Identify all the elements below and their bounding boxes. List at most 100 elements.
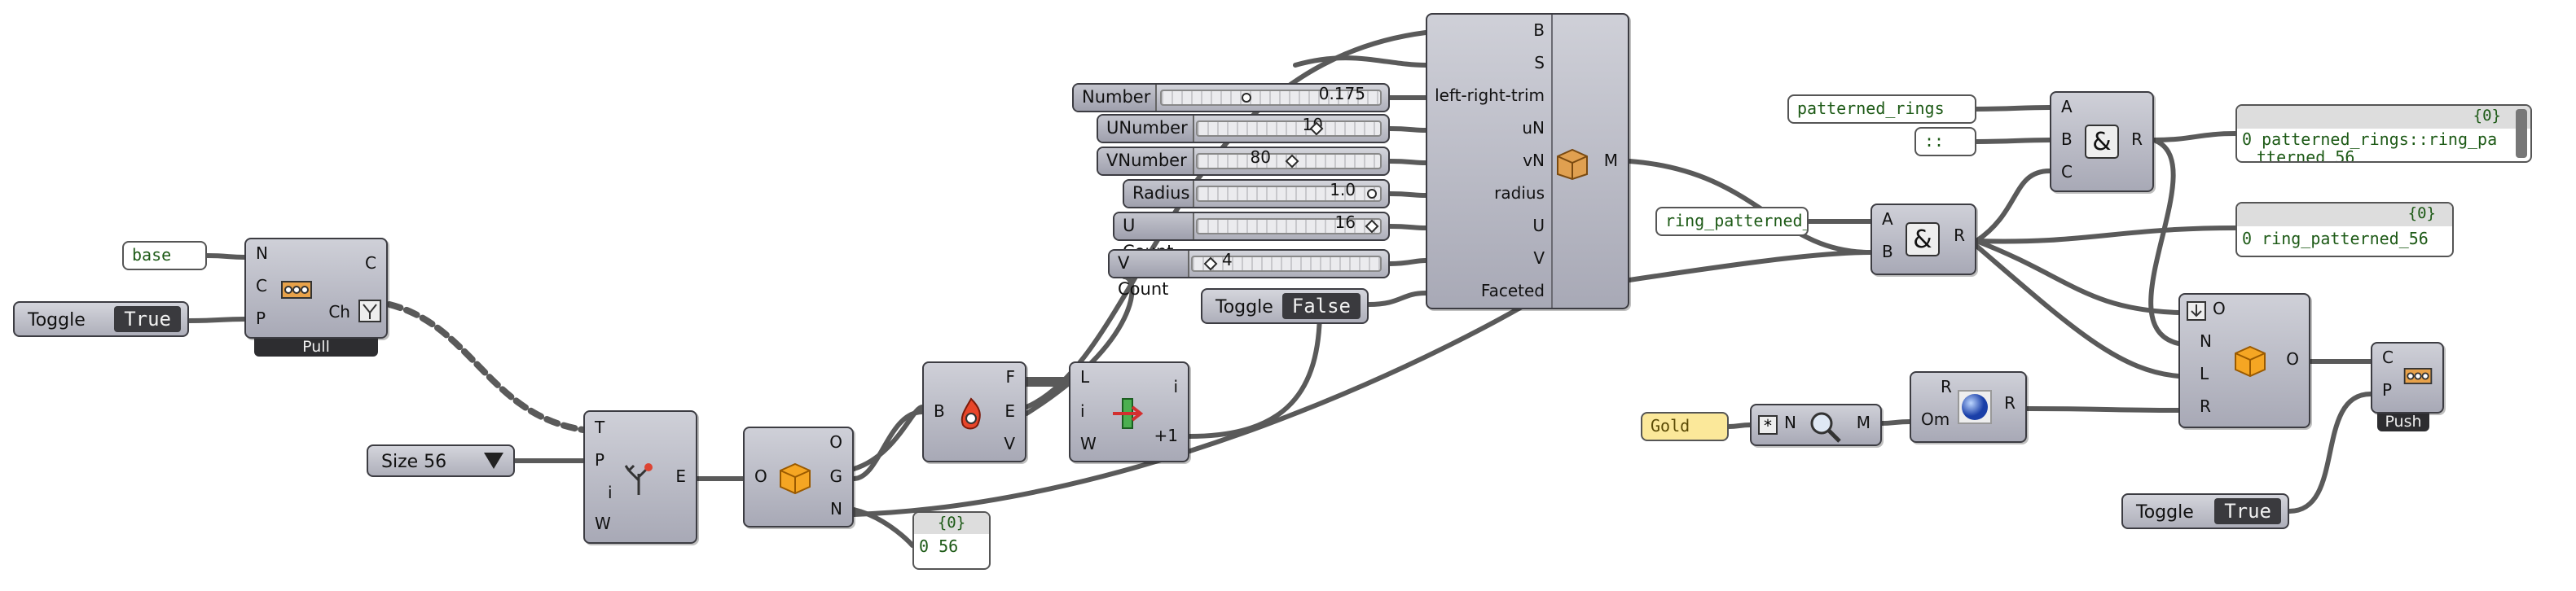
cluster-input-u[interactable]: U (1532, 218, 1545, 236)
concat-input-b[interactable]: B (1882, 244, 1893, 262)
cluster-input-s[interactable]: S (1534, 55, 1545, 73)
slider-track[interactable] (1160, 90, 1382, 106)
fire-output-f[interactable]: F (1005, 370, 1015, 387)
fire-input-b[interactable]: B (934, 404, 945, 422)
number-slider[interactable]: Number 0.175 (1072, 83, 1390, 112)
tree-input-p[interactable]: P (595, 453, 605, 471)
concat-input-c[interactable]: C (2061, 164, 2073, 182)
slider-track[interactable] (1196, 218, 1382, 234)
slider-knob[interactable] (1367, 189, 1377, 199)
geo-output-n[interactable]: N (830, 501, 842, 519)
slider-track[interactable] (1196, 120, 1382, 137)
toggle-value[interactable]: False (1281, 293, 1361, 319)
push-input-p[interactable]: P (2382, 383, 2393, 401)
name-output-panel[interactable]: {0} 0 ring_patterned_56 (2235, 202, 2454, 257)
fire-component[interactable]: B F E V (922, 361, 1026, 462)
material-component[interactable]: * N M (1750, 404, 1882, 446)
tree-output-e[interactable]: E (675, 469, 686, 487)
series-input-l[interactable]: L (1080, 370, 1090, 387)
separator-panel[interactable]: :: (1914, 127, 1976, 156)
toggle-value[interactable]: True (2214, 498, 2281, 524)
push-input-c[interactable]: C (2382, 350, 2394, 368)
cluster-input-v[interactable]: V (1533, 251, 1545, 269)
bake-object-component[interactable]: O N L R O (2178, 293, 2310, 428)
tree-input-i[interactable]: i (608, 485, 613, 503)
pull-output-ch[interactable]: Ch (328, 304, 350, 322)
vnumber-slider[interactable]: VNumber 80 (1097, 147, 1390, 176)
slider-knob[interactable] (1242, 93, 1251, 103)
bake-output-o[interactable]: O (2286, 352, 2299, 370)
pull-output-c[interactable]: C (365, 256, 376, 274)
render-output-r[interactable]: R (2004, 396, 2016, 414)
size-value-list[interactable]: Size 56 (367, 444, 515, 477)
toggle-false[interactable]: Toggle False (1201, 288, 1369, 324)
geometry-component[interactable]: O O G N (743, 427, 854, 528)
wire (1879, 419, 1912, 426)
wire (2152, 131, 2238, 142)
bake-input-o[interactable]: O (2213, 301, 2226, 319)
bake-input-l[interactable]: L (2200, 366, 2209, 384)
concatenate-abc-component[interactable]: A B C R & (2050, 91, 2154, 192)
geo-input-o[interactable]: O (754, 469, 767, 487)
concat-output-panel[interactable]: {0} 0 patterned_rings::ring_pa tterned_5… (2235, 104, 2532, 163)
fire-output-v[interactable]: V (1004, 436, 1015, 454)
wire (1974, 239, 2181, 315)
cluster-input-faceted[interactable]: Faceted (1480, 283, 1545, 301)
cluster-input-b[interactable]: B (1533, 23, 1545, 41)
unumber-slider[interactable]: UNumber 10 (1097, 114, 1390, 143)
render-material-component[interactable]: R Om R (1910, 371, 2027, 443)
cluster-output-m[interactable]: M (1603, 153, 1618, 171)
concat-input-a[interactable]: A (2061, 99, 2073, 117)
cluster-input-un[interactable]: uN (1522, 120, 1545, 138)
toggle-true[interactable]: Toggle True (13, 301, 189, 337)
ring-patterned-panel[interactable]: ring_patterned_ (1655, 207, 1809, 236)
concatenate-ab-component[interactable]: A B R & (1870, 204, 1976, 275)
patterned-rings-panel[interactable]: patterned_rings (1787, 94, 1976, 124)
series-output-plus1[interactable]: +1 (1154, 428, 1179, 446)
wire (1974, 225, 2238, 244)
v-count-slider[interactable]: V Count 4 (1108, 249, 1390, 300)
cluster-input-left-right-trim[interactable]: left-right-trim (1435, 88, 1545, 106)
u-count-slider[interactable]: U Count 16 (1113, 212, 1390, 262)
series-input-i[interactable]: i (1080, 404, 1085, 422)
tree-input-w[interactable]: W (595, 516, 611, 534)
pull-component[interactable]: N C P C Ch (244, 238, 388, 339)
pull-input-p[interactable]: P (256, 311, 266, 329)
geo-output-o[interactable]: O (829, 435, 842, 453)
series-input-w[interactable]: W (1080, 436, 1097, 454)
bake-input-r[interactable]: R (2200, 399, 2211, 417)
tree-input-t[interactable]: T (595, 420, 605, 438)
material-output-m[interactable]: M (1856, 415, 1870, 433)
pull-input-n[interactable]: N (256, 246, 268, 264)
concat-input-b[interactable]: B (2061, 132, 2073, 150)
toggle-value[interactable]: True (114, 306, 181, 332)
toggle-true-push[interactable]: Toggle True (2121, 493, 2289, 529)
series-output-i[interactable]: i (1173, 379, 1178, 397)
count-output-panel[interactable]: {0} 0 56 (912, 511, 991, 570)
gold-panel[interactable]: Gold (1641, 412, 1729, 441)
panel-scrollbar[interactable] (2516, 109, 2527, 158)
concat-output-r[interactable]: R (1954, 228, 1965, 246)
radius-slider[interactable]: Radius 1.0 (1123, 179, 1390, 208)
ring-cluster-component[interactable]: B S left-right-trim uN vN radius U V Fac… (1426, 13, 1629, 309)
slider-track[interactable] (1191, 256, 1382, 272)
geo-output-g[interactable]: G (829, 469, 843, 487)
bake-input-n[interactable]: N (2200, 334, 2212, 352)
y-flag-icon (358, 300, 381, 322)
render-input-r[interactable]: R (1941, 379, 1952, 397)
fire-output-e[interactable]: E (1004, 404, 1015, 422)
render-input-om[interactable]: Om (1921, 412, 1950, 430)
dropdown-triangle-icon[interactable] (484, 453, 503, 469)
tree-component[interactable]: T P i W E (583, 410, 697, 544)
push-component[interactable]: C P (2371, 342, 2444, 414)
base-panel[interactable]: base (122, 241, 207, 270)
slider-track[interactable] (1196, 186, 1382, 202)
concat-input-a[interactable]: A (1882, 212, 1893, 230)
concat-output-r[interactable]: R (2131, 132, 2143, 150)
cluster-input-radius[interactable]: radius (1494, 186, 1545, 204)
cluster-input-vn[interactable]: vN (1523, 153, 1545, 171)
pull-input-c[interactable]: C (256, 278, 267, 296)
material-input-n[interactable]: N (1784, 415, 1796, 433)
series-component[interactable]: L i W i +1 (1069, 361, 1189, 462)
